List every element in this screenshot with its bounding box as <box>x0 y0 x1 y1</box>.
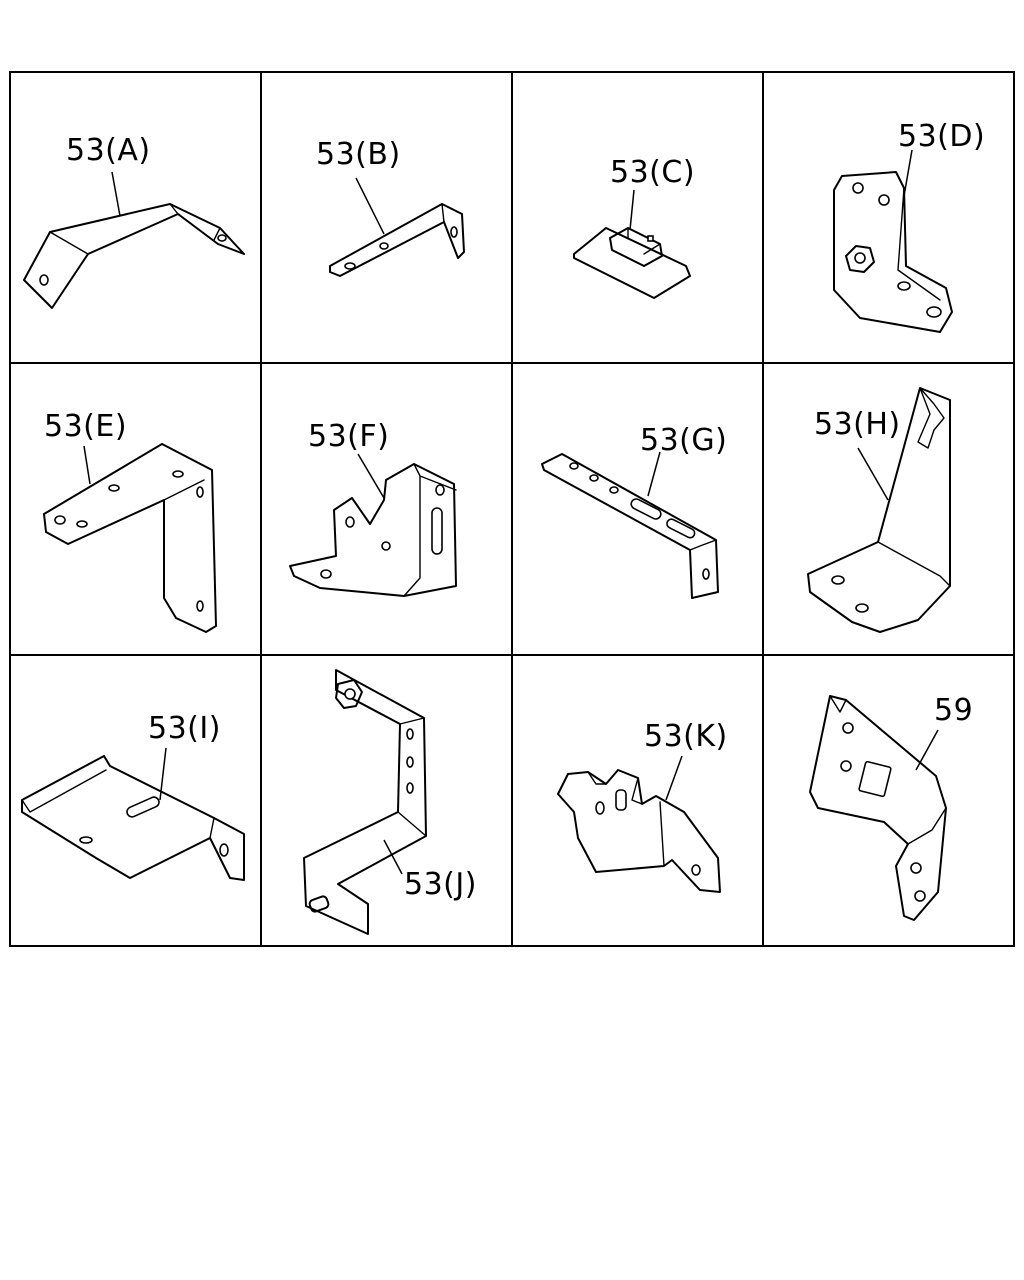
panel-59: 59 <box>809 693 973 921</box>
panel-53-h: 53(H) <box>807 387 951 633</box>
panel-53-i: 53(I) <box>21 711 245 881</box>
bracket-53-c-drawing <box>573 227 691 299</box>
panel-53-g: 53(G) <box>541 423 727 599</box>
bracket-53-e-drawing <box>43 443 217 633</box>
panel-53-d: 53(D) <box>833 119 985 333</box>
bracket-59-drawing <box>809 695 947 921</box>
bracket-53-a-drawing <box>23 203 245 309</box>
leader-53-j <box>383 839 403 875</box>
grid-frame <box>9 71 1015 947</box>
callout-53-k: 53(K) <box>644 719 728 754</box>
bracket-53-d-drawing <box>833 171 953 333</box>
panel-53-k: 53(K) <box>557 719 728 893</box>
callout-53-g: 53(G) <box>640 423 727 458</box>
bracket-53-k-drawing <box>557 769 721 893</box>
bracket-53-j-drawing <box>303 669 427 935</box>
panel-53-e: 53(E) <box>43 409 217 633</box>
bracket-53-h-drawing <box>807 387 951 633</box>
panel-53-j: 53(J) <box>303 669 477 935</box>
leader-53-k <box>665 755 683 801</box>
callout-53-f: 53(F) <box>308 419 389 454</box>
callout-53-b: 53(B) <box>316 137 401 172</box>
callout-59: 59 <box>934 693 973 728</box>
callout-53-a: 53(A) <box>66 133 151 168</box>
leader-53-i <box>159 747 167 801</box>
leader-53-f <box>357 453 385 499</box>
callout-53-i: 53(I) <box>148 711 221 746</box>
callout-53-e: 53(E) <box>44 409 127 444</box>
bracket-53-f-drawing <box>289 463 457 597</box>
leader-53-b <box>355 177 385 235</box>
leader-53-d <box>903 149 913 197</box>
leader-53-a <box>111 171 121 217</box>
leader-53-c <box>629 189 635 231</box>
leader-59 <box>915 729 939 771</box>
callout-53-j: 53(J) <box>404 867 477 902</box>
leader-53-h <box>857 447 889 501</box>
leader-53-e <box>83 445 91 485</box>
panel-53-c: 53(C) <box>573 155 695 299</box>
callout-53-c: 53(C) <box>610 155 695 190</box>
panel-53-b: 53(B) <box>316 137 465 277</box>
bracket-53-i-drawing <box>21 755 245 881</box>
bracket-53-g-drawing <box>541 453 719 599</box>
callout-53-h: 53(H) <box>814 407 901 442</box>
bracket-53-b-drawing <box>329 203 465 277</box>
panel-53-f: 53(F) <box>289 419 457 597</box>
panel-53-a: 53(A) <box>23 133 245 309</box>
leader-53-g <box>647 451 661 497</box>
callout-53-d: 53(D) <box>898 119 985 154</box>
